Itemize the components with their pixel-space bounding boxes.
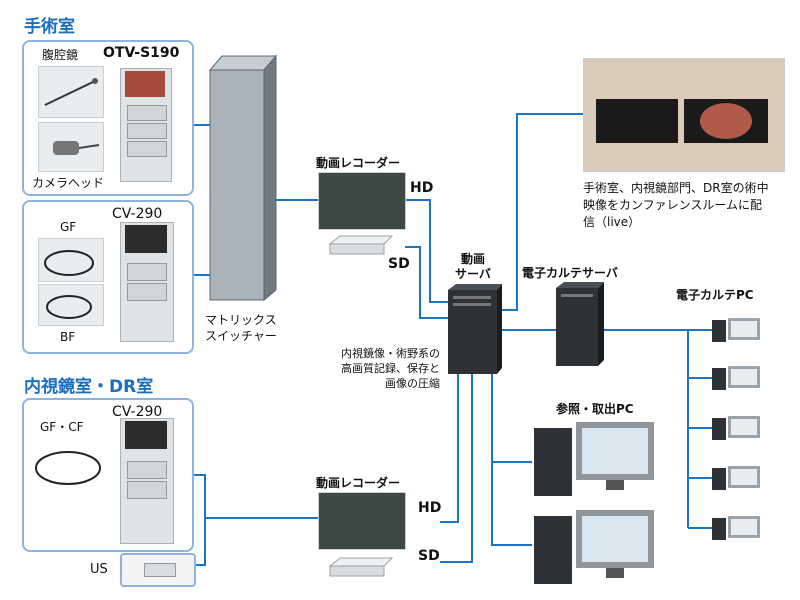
gf-label: GF [60,220,77,234]
recorder-top-title: 動画レコーダー [316,156,401,170]
us-label: US [90,562,108,577]
endo-section-title: 内視鏡室・DR室 [24,377,154,397]
tower-cart-image [120,68,172,182]
cv290-model-label: CV-290 [112,206,163,222]
recorder-bottom-monitor [318,492,406,550]
link-endo-us [192,474,206,566]
video-server-label: 動画 サーバ [455,252,491,282]
endo-cart-image [120,418,174,544]
recorder-bottom-sd: SD [418,548,440,564]
gf-cf-scope-image [30,438,110,498]
matrix-label-line1: マトリックス [205,313,277,327]
link-sd-top [405,246,448,319]
caption-line2: 高画質記録、保存と [341,362,440,375]
caption-line1: 内視鏡像・術野系の [341,347,440,360]
recorder-bottom-title: 動画レコーダー [316,476,401,490]
or-section-title: 手術室 [24,17,75,37]
emr-pc-label: 電子カルテPC [676,288,754,302]
endo-cv290-label: CV-290 [112,404,163,420]
link-sd-bottom [440,372,473,563]
camera-head-image [38,122,104,172]
laparoscope-image [38,66,104,118]
link-server-to-conference [497,113,583,311]
link-hd-top [405,199,448,303]
link-hd-bottom [440,372,459,523]
laparoscope-label: 腹腔鏡 [42,48,79,62]
camera-head-label: カメラヘッド [32,176,105,190]
ref-pc-label: 参照・取出PC [556,402,634,416]
server-caption: 内視鏡像・術野系の 高画質記録、保存と 画像の圧縮 [320,346,440,391]
matrix-label-line2: スイッチャー [205,329,277,343]
conference-line3: 信（live） [583,215,641,229]
conference-line1: 手術室、内視鏡部門、DR室の術中 [583,181,769,195]
recorder-top-hd: HD [410,180,434,196]
bf-scope-image [38,284,104,326]
recorder-bottom-hd: HD [418,500,442,516]
cv290-cart-image [120,222,174,342]
recorder-top-monitor [318,172,406,230]
video-server-line2: サーバ [455,267,491,281]
gf-scope-image [38,238,104,282]
gf-cf-label: GF・CF [40,420,84,434]
matrix-switcher-label: マトリックス スイッチャー [205,312,277,344]
link-server-to-refpc [491,372,532,546]
caption-line3: 画像の圧縮 [385,377,440,390]
us-device-image [120,553,196,587]
recorder-top-sd: SD [388,256,410,272]
emr-server-label: 電子カルテサーバ [522,266,618,280]
olympus-model-label: OTV-S190 [103,45,180,61]
bf-label: BF [60,330,76,344]
conference-caption: 手術室、内視鏡部門、DR室の術中 映像をカンファレンスルームに配 信（live） [583,180,769,231]
conference-room-image [583,58,785,172]
conference-line2: 映像をカンファレンスルームに配 [583,198,763,212]
video-server-line1: 動画 [460,252,485,266]
